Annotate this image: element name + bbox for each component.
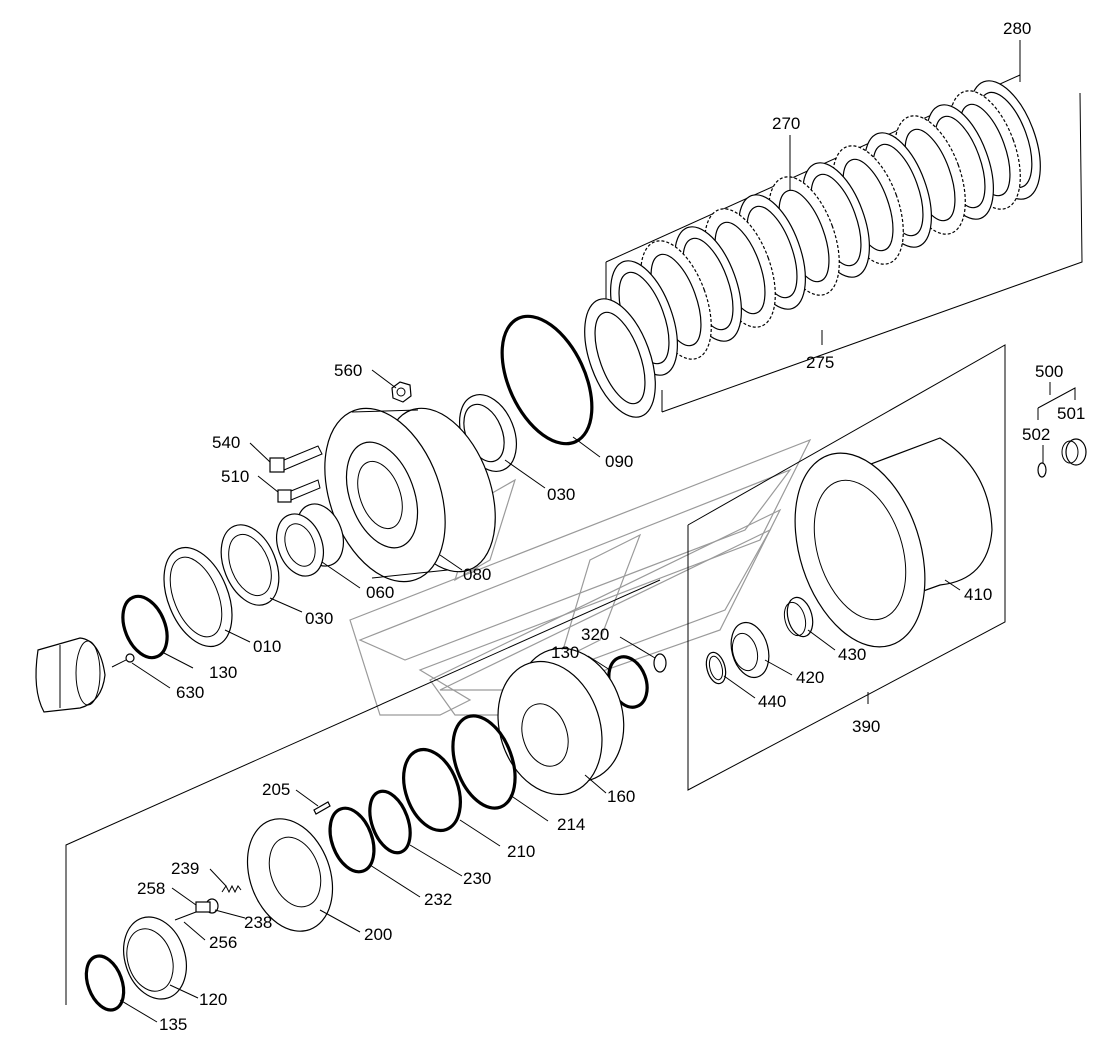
label-430: 430 [838,645,866,664]
gear-assembly-left [35,637,106,713]
label-500: 500 [1035,362,1063,381]
label-060: 060 [366,583,394,602]
label-130-right: 130 [551,643,579,662]
bolt-510 [277,479,321,503]
bolt-540 [269,445,323,473]
o-ring-130-left [121,594,169,660]
label-440: 440 [758,692,786,711]
o-ring-214 [451,714,517,810]
label-010: 010 [253,637,281,656]
snap-ring-440 [705,651,727,685]
o-ring-232 [328,806,376,874]
part-labels: 280 270 275 560 540 510 090 030 080 060 … [137,19,1085,1034]
seal-ring-502 [1037,462,1047,478]
label-090: 090 [605,452,633,471]
label-540: 540 [212,433,240,452]
label-630: 630 [176,683,204,702]
o-ring-090 [500,314,594,446]
label-232: 232 [424,890,452,909]
label-256: 256 [209,933,237,952]
o-ring-230 [368,789,412,855]
label-501: 501 [1057,404,1085,423]
leader-lines [119,40,1051,1023]
label-270: 270 [772,114,800,133]
gear-430 [783,596,814,638]
pin-256 [174,911,197,921]
label-390: 390 [852,717,880,736]
spring-239 [221,884,242,894]
label-510: 510 [221,467,249,486]
o-ring-210 [402,747,462,833]
nut-560 [391,381,412,403]
label-130-left: 130 [209,663,237,682]
ring-nut-120 [123,916,187,1000]
label-160: 160 [607,787,635,806]
label-410: 410 [964,585,992,604]
piston-200 [246,818,334,932]
label-239: 239 [171,859,199,878]
housing-410 [794,437,993,648]
label-214: 214 [557,815,585,834]
label-135: 135 [159,1015,187,1034]
seal-010 [163,546,233,648]
bearing-030-lower [220,524,280,606]
label-080: 080 [463,565,491,584]
plug-501 [1061,438,1087,466]
label-502: 502 [1022,425,1050,444]
label-210: 210 [507,842,535,861]
pin-205 [313,801,331,815]
label-230: 230 [463,869,491,888]
label-030-lower: 030 [305,609,333,628]
carrier-160 [497,647,625,796]
label-280: 280 [1003,19,1031,38]
label-238: 238 [244,913,272,932]
gear-420 [730,621,770,679]
label-205: 205 [262,780,290,799]
label-258: 258 [137,879,165,898]
label-275: 275 [806,353,834,372]
clutch-plate-stack [584,80,1041,418]
label-320: 320 [581,625,609,644]
label-420: 420 [796,668,824,687]
label-030-upper: 030 [547,485,575,504]
valve-body-238 [195,898,219,914]
sleeve-060 [276,503,344,577]
label-120: 120 [199,990,227,1009]
o-ring-135 [84,954,126,1012]
washer-320 [653,653,667,673]
screw-630 [111,653,135,668]
label-560: 560 [334,361,362,380]
label-200: 200 [364,925,392,944]
